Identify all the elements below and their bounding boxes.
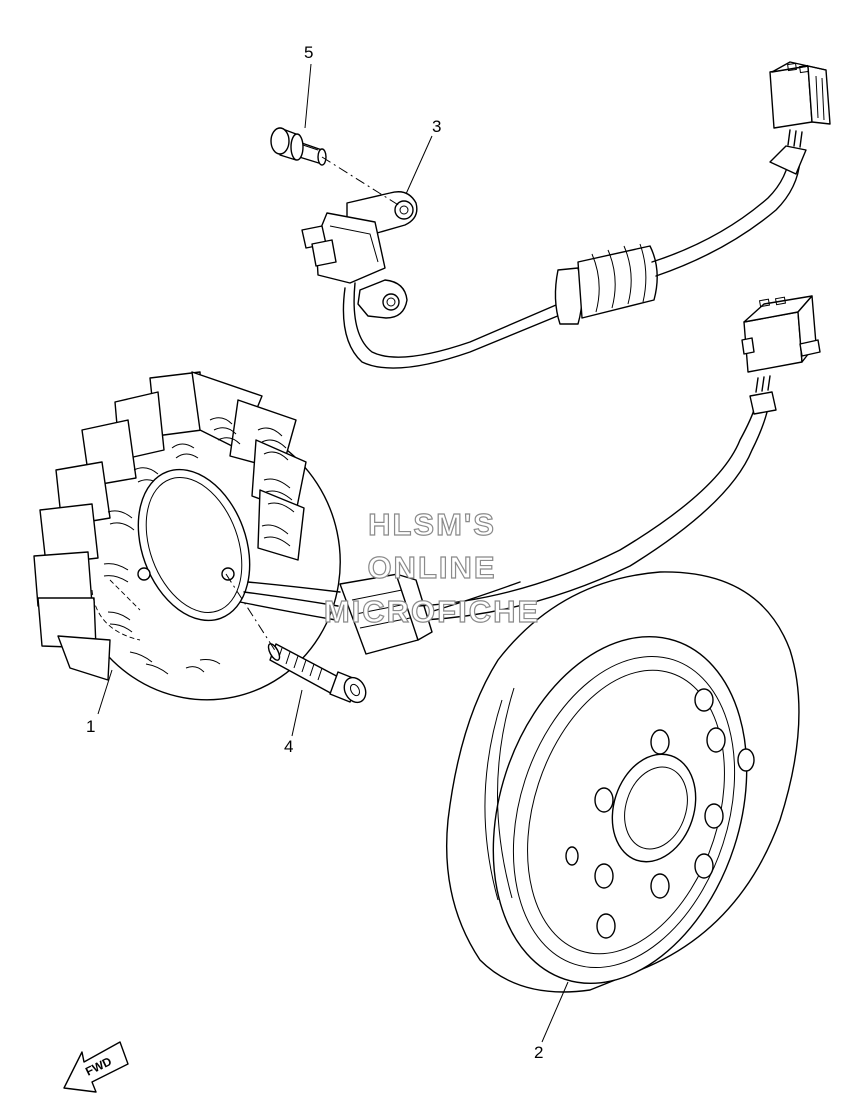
pickup-coil-part-3: [301, 61, 831, 369]
callout-5: 5: [304, 43, 313, 62]
callout-3: 3: [432, 117, 441, 136]
watermark-line-3: MICROFICHE: [324, 594, 540, 629]
bolt-part-5: [270, 127, 327, 166]
watermark: HLSM'S ONLINE MICROFICHE: [323, 506, 540, 629]
callout-leaders: [97, 63, 569, 1043]
forward-arrow-icon: FWD: [63, 1041, 129, 1093]
assembly-line-bolt-5: [321, 156, 401, 207]
watermark-line-2: ONLINE: [367, 550, 496, 585]
bolt-part-4: [267, 643, 367, 704]
assembly-line-bolt-4: [225, 573, 277, 653]
callout-1: 1: [86, 717, 95, 736]
watermark-line-1: HLSM'S: [368, 507, 496, 542]
callout-2: 2: [534, 1043, 543, 1062]
callout-4: 4: [284, 737, 293, 756]
rotor-part-2: [445, 571, 800, 993]
stator-part-1: [33, 295, 821, 701]
